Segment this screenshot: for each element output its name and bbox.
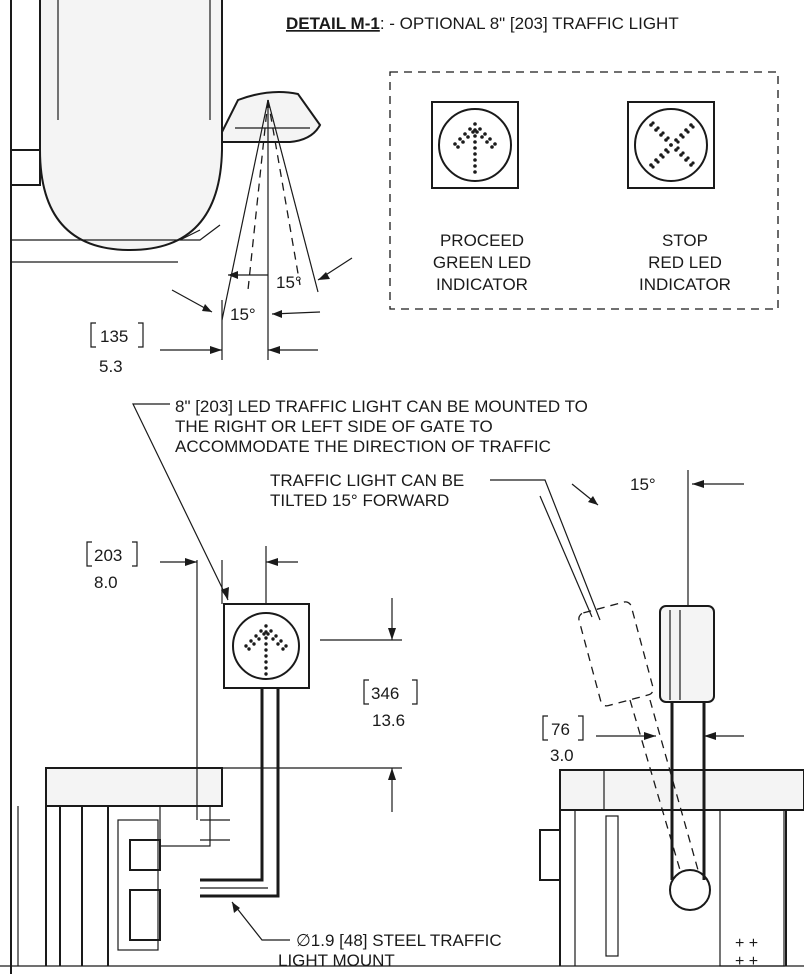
angle-label-top-right: 15°	[276, 273, 302, 292]
mount-note-line-2: THE RIGHT OR LEFT SIDE OF GATE TO	[175, 417, 493, 436]
stop-label-3: INDICATOR	[639, 275, 731, 294]
svg-text:+ +: + +	[735, 935, 758, 952]
front-view	[17, 546, 402, 966]
dim-346-imperial: 13.6	[372, 711, 405, 730]
dim-135-metric: 135	[100, 327, 128, 346]
dim-135-imperial: 5.3	[99, 357, 123, 376]
mount-note-line-3: ACCOMMODATE THE DIRECTION OF TRAFFIC	[175, 437, 551, 456]
mount-note-leader	[132, 403, 229, 601]
pole-note-line-1: ∅1.9 [48] STEEL TRAFFIC	[296, 931, 502, 950]
pole-note-line-2: LIGHT MOUNT	[278, 951, 395, 970]
angle-label-tilt: 15°	[630, 475, 656, 494]
tilt-note-line-1: TRAFFIC LIGHT CAN BE	[270, 471, 464, 490]
proceed-label-2: GREEN LED	[433, 253, 531, 272]
detail-title: DETAIL M-1: - OPTIONAL 8" [203] TRAFFIC …	[286, 14, 679, 33]
tilt-note-leader	[490, 479, 601, 621]
dimension-76: 76 3.0	[542, 715, 584, 765]
pole-note-leader	[231, 901, 290, 941]
stop-indicator-icon	[627, 101, 715, 189]
proceed-label-1: PROCEED	[440, 231, 524, 250]
detail-box	[389, 71, 779, 310]
dim-76-metric: 76	[551, 720, 570, 739]
proceed-label-3: INDICATOR	[436, 275, 528, 294]
side-view-tilted: + + + +	[539, 601, 804, 970]
dimension-203: 203 8.0	[86, 541, 138, 592]
detail-suffix: : - OPTIONAL 8" [203] TRAFFIC LIGHT	[380, 14, 679, 33]
dimension-135: 135 5.3	[90, 322, 144, 376]
detail-label: DETAIL M-1	[286, 14, 380, 33]
top-side-view	[11, 0, 353, 360]
mount-note-line-1: 8" [203] LED TRAFFIC LIGHT CAN BE MOUNTE…	[175, 397, 588, 416]
stop-label-2: RED LED	[648, 253, 722, 272]
dimension-346: 346 13.6	[363, 679, 418, 730]
dim-203-imperial: 8.0	[94, 573, 118, 592]
proceed-indicator-icon	[431, 101, 519, 189]
stop-label-1: STOP	[662, 231, 708, 250]
dim-76-imperial: 3.0	[550, 746, 574, 765]
svg-text:+ +: + +	[735, 953, 758, 970]
dim-203-metric: 203	[94, 546, 122, 565]
dim-346-metric: 346	[371, 684, 399, 703]
tilt-note-line-2: TILTED 15° FORWARD	[270, 491, 449, 510]
angle-label-top-left: 15°	[230, 305, 256, 324]
